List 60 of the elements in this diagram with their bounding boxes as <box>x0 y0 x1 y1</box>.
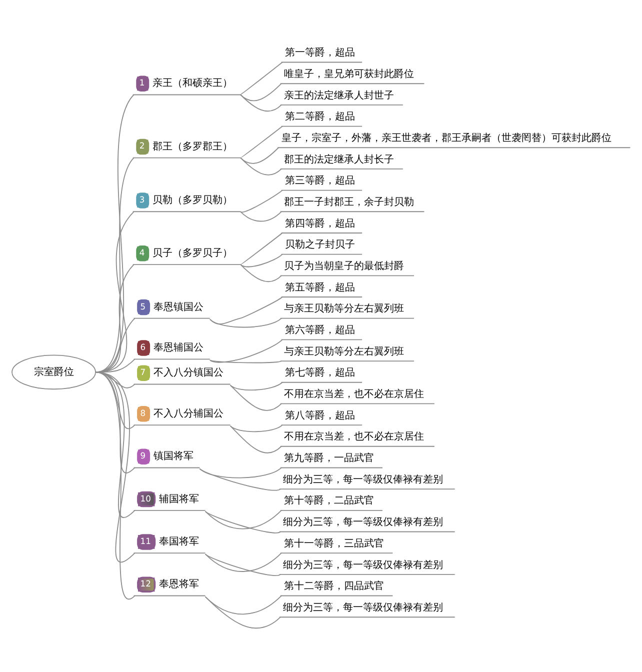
node-text: 与亲王贝勒等分左右翼列班 <box>284 304 404 315</box>
node-ellipse: 宗室爵位 <box>12 354 96 390</box>
connector <box>240 190 283 213</box>
node-text: 细分为三等，每一等级仅俸禄有差别 <box>283 602 444 614</box>
connector <box>240 147 280 164</box>
node-text: 细分为三等，每一等级仅俸禄有差别 <box>283 517 444 528</box>
connector <box>209 339 283 363</box>
node-text: 第九等爵，一品武官 <box>284 453 374 464</box>
node-text: 不用在京当差，也不必在京居住 <box>284 389 424 400</box>
node-text: 郡王的法定继承人封长子 <box>284 154 394 166</box>
connector <box>230 424 283 432</box>
connector <box>95 358 136 373</box>
node-text: 唯皇子，皇兄弟可获封此爵位 <box>284 68 414 80</box>
connector <box>95 94 134 373</box>
node-text: 贝勒之子封贝子 <box>285 240 356 251</box>
connector <box>95 264 134 373</box>
connector <box>209 296 283 324</box>
connector <box>204 596 281 629</box>
connector <box>240 83 282 102</box>
connector <box>230 382 283 391</box>
node-text: 郡王一子封郡王，余子封贝勒 <box>284 196 414 208</box>
connector <box>240 126 283 158</box>
connector <box>240 157 282 176</box>
connector <box>240 211 282 222</box>
node-text: 贝子为当朝皇子的最低封爵 <box>284 260 404 272</box>
connector <box>209 318 282 328</box>
node-text: 皇子，宗室子，外藩，亲王世袭者，郡王承嗣者（世袭罔替）可获封此爵位 <box>281 132 612 144</box>
connector <box>240 232 283 265</box>
connector <box>240 94 282 112</box>
node-text: 第七等爵，超品 <box>285 368 356 379</box>
node-text: 第一等爵，超品 <box>285 48 356 59</box>
node-text: 亲王的法定继承人封世子 <box>284 90 394 102</box>
connector <box>95 318 136 373</box>
connector <box>204 510 282 530</box>
connector <box>230 426 282 454</box>
node-text: 第六等爵，超品 <box>285 325 356 336</box>
connector <box>204 510 281 534</box>
node-text: 第八等爵，超品 <box>285 410 356 422</box>
connector <box>209 360 282 364</box>
node-text: 第二等爵，超品 <box>285 112 356 123</box>
node-text: 第五等爵，超品 <box>285 282 356 294</box>
node-text: 第十二等爵，四品武官 <box>284 581 384 592</box>
node-text: 第四等爵，超品 <box>285 218 356 230</box>
connector <box>95 157 134 373</box>
connector <box>240 254 283 268</box>
connector <box>204 552 282 572</box>
node-text: 细分为三等，每一等级仅俸禄有差别 <box>283 474 444 486</box>
connector <box>199 468 281 491</box>
connector <box>95 211 134 373</box>
connector <box>240 264 282 282</box>
node-text: 第三等爵，超品 <box>285 176 356 187</box>
connector <box>204 554 281 576</box>
node-text: 与亲王贝勒等分左右翼列班 <box>284 346 404 358</box>
node-text: 细分为三等，每一等级仅俸禄有差别 <box>283 560 444 571</box>
node-text: 第十等爵，二品武官 <box>284 496 374 507</box>
connector <box>230 384 282 411</box>
node-text: 第十一等爵，三品武官 <box>284 538 384 550</box>
connector <box>240 62 283 96</box>
connector <box>199 467 282 478</box>
node-text: 不用在京当差，也不必在京居住 <box>284 432 424 443</box>
